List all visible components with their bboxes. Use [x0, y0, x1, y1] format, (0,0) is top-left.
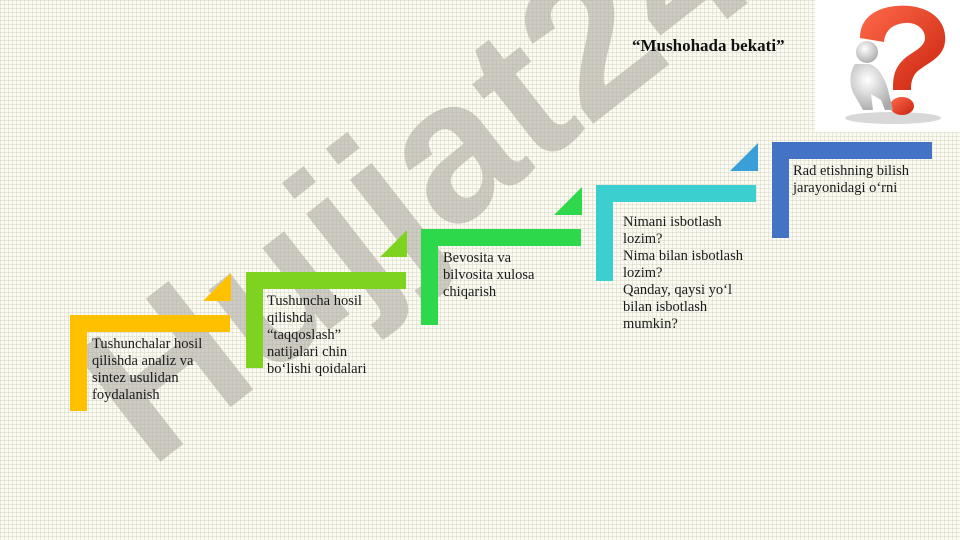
step-4-line: mumkin? [623, 316, 678, 332]
step-5-bar-vertical [772, 142, 789, 238]
step-1-bar-vertical [70, 315, 87, 411]
step-1-line: foydalanish [92, 387, 160, 403]
step-1-text: Tushunchalar hosil qilishda analiz va si… [92, 336, 227, 404]
step-1-line: qilishda analiz va [92, 353, 194, 369]
step-4-arrow-icon [730, 143, 758, 171]
step-4-bar-horizontal [596, 185, 756, 202]
step-5-line: Rad etishning bilish [793, 163, 909, 179]
step-1-line: sintez usulidan [92, 370, 179, 386]
step-2-text: Tushuncha hosil qilishda “taqqoslash” na… [267, 293, 407, 378]
step-3-text: Bevosita va bilvosita xulosa chiqarish [443, 250, 583, 301]
step-3-bar-vertical [421, 229, 438, 325]
step-4-bar-vertical [596, 185, 613, 281]
step-2-line: natijalari chin [267, 344, 348, 360]
step-1-arrow-icon [203, 273, 231, 301]
step-4-text: Nimani isbotlash lozim? Nima bilan isbot… [623, 214, 768, 333]
step-3-bar-horizontal [421, 229, 581, 246]
step-5-line: jarayonidagi o‘rni [793, 180, 898, 196]
step-2-bar-horizontal [246, 272, 406, 289]
step-3-line: Bevosita va [443, 250, 512, 266]
step-4-line: Qanday, qaysi yo‘l [623, 282, 732, 298]
step-3-arrow-icon [554, 187, 582, 215]
step-5-text: Rad etishning bilish jarayonidagi o‘rni [793, 163, 943, 197]
step-3-line: bilvosita xulosa [443, 267, 535, 283]
question-mark-person-icon [845, 5, 946, 124]
step-1-bar-horizontal [70, 315, 230, 332]
step-4-line: bilan isbotlash [623, 299, 708, 315]
step-4-line: Nimani isbotlash [623, 214, 722, 230]
step-4-line: Nima bilan isbotlash [623, 248, 744, 264]
step-2-line: “taqqoslash” [267, 327, 342, 343]
step-2-line: qilishda [267, 310, 313, 326]
step-4-line: lozim? [623, 231, 663, 247]
step-2-line: Tushuncha hosil [267, 293, 362, 309]
step-2-bar-vertical [246, 272, 263, 368]
step-3-line: chiqarish [443, 284, 497, 300]
question-mark-image [815, 0, 960, 132]
step-1-line: Tushunchalar hosil [92, 336, 203, 352]
step-2-arrow-icon [380, 230, 407, 257]
step-2-line: bo‘lishi qoidalari [267, 361, 367, 377]
step-4-line: lozim? [623, 265, 663, 281]
step-5-bar-horizontal [772, 142, 932, 159]
page-title: “Mushohada bekati” [632, 36, 785, 55]
